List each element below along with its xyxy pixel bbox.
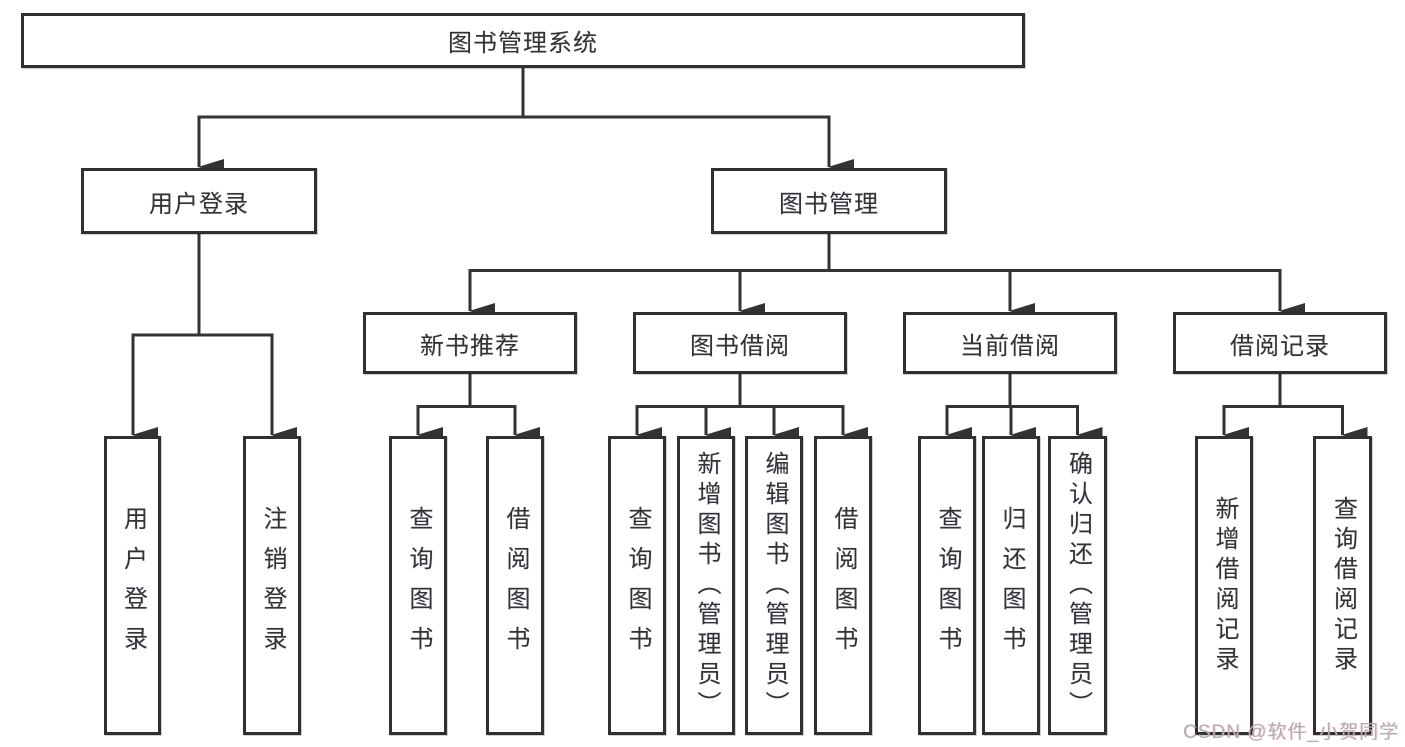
node-borrow-records: 借阅记录 <box>1173 312 1387 374</box>
leaf-edit-books-admin: 编辑图书（管理员） <box>745 436 803 735</box>
node-user-login-label: 用户登录 <box>149 190 249 218</box>
connector-book-management-children <box>468 232 1305 319</box>
leaf-query-books-current: 查询图书 <box>918 436 976 735</box>
node-new-book-recommend: 新书推荐 <box>363 312 577 374</box>
leaf-add-borrow-record-label: 新增借阅记录 <box>1211 495 1238 676</box>
connector-book-borrow-children <box>635 372 868 443</box>
connector-user-login-children <box>131 232 297 443</box>
node-book-management-label: 图书管理 <box>779 190 879 218</box>
node-borrow-records-label: 借阅记录 <box>1230 332 1330 360</box>
leaf-confirm-return-admin-label: 确认归还（管理员） <box>1064 450 1092 721</box>
node-user-login: 用户登录 <box>81 168 317 234</box>
leaf-return-books: 归还图书 <box>982 436 1040 735</box>
leaf-query-borrow-record-label: 查询借阅记录 <box>1329 495 1357 676</box>
node-current-borrow: 当前借阅 <box>903 312 1117 374</box>
leaf-borrow-books-recommend: 借阅图书 <box>486 436 544 735</box>
leaf-borrow-books: 借阅图书 <box>814 436 872 735</box>
leaf-borrow-books-label: 借阅图书 <box>830 505 857 666</box>
connector-borrow-record-children <box>1222 372 1368 443</box>
node-root-label: 图书管理系统 <box>448 30 598 57</box>
leaf-query-borrow-record: 查询借阅记录 <box>1313 436 1372 735</box>
leaf-return-books-label: 归还图书 <box>998 505 1025 666</box>
leaf-add-borrow-record: 新增借阅记录 <box>1195 436 1253 735</box>
leaf-query-books-recommend-label: 查询图书 <box>405 505 432 666</box>
leaf-user-login: 用户登录 <box>104 436 161 735</box>
leaf-borrow-books-recommend-label: 借阅图书 <box>502 505 529 666</box>
leaf-query-books-borrow-label: 查询图书 <box>624 505 651 666</box>
leaf-user-login-label: 用户登录 <box>119 505 147 666</box>
connector-current-borrow-children <box>945 372 1103 443</box>
connector-new-book-children <box>416 372 540 443</box>
node-current-borrow-label: 当前借阅 <box>960 332 1060 360</box>
node-book-borrow: 图书借阅 <box>633 312 847 374</box>
node-book-management: 图书管理 <box>711 168 947 234</box>
leaf-query-books-borrow: 查询图书 <box>608 436 666 735</box>
leaf-query-books-recommend: 查询图书 <box>389 436 447 735</box>
leaf-add-books-admin-label: 新增图书（管理员） <box>693 450 720 721</box>
node-book-borrow-label: 图书借阅 <box>690 332 790 360</box>
node-root-library-system: 图书管理系统 <box>21 13 1025 68</box>
leaf-edit-books-admin-label: 编辑图书（管理员） <box>761 450 788 721</box>
leaf-logout-label: 注销登录 <box>259 505 286 666</box>
leaf-add-books-admin: 新增图书（管理员） <box>677 436 735 735</box>
node-new-book-recommend-label: 新书推荐 <box>420 332 520 360</box>
leaf-confirm-return-admin: 确认归还（管理员） <box>1048 436 1107 735</box>
connector-root-to-level2 <box>197 66 854 175</box>
leaf-logout: 注销登录 <box>243 436 301 735</box>
leaf-query-books-current-label: 查询图书 <box>934 505 961 666</box>
